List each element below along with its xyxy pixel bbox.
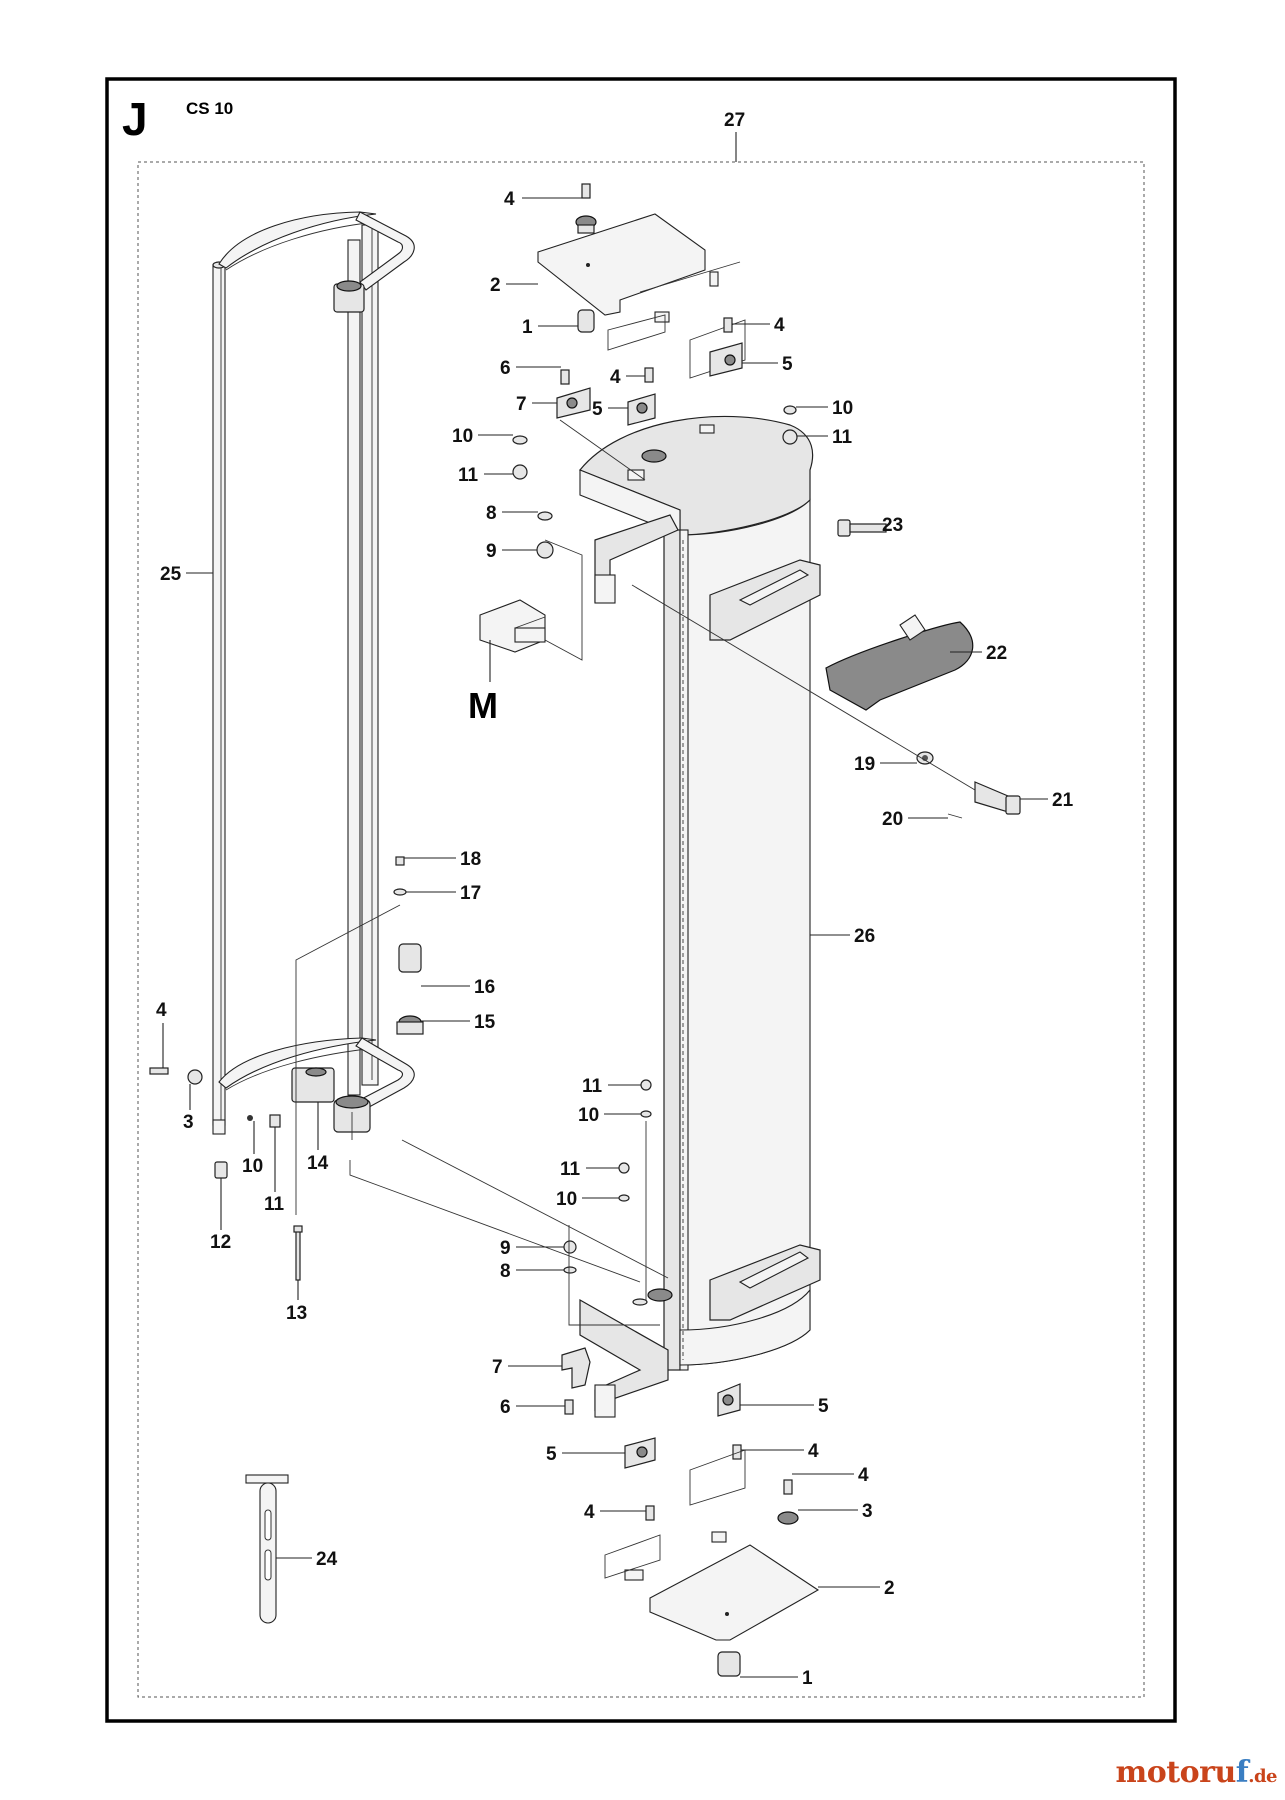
callout-8-bottom: 8 [500, 1261, 511, 1282]
model-label: CS 10 [186, 99, 233, 118]
callout-4-bottom-2: 4 [858, 1465, 869, 1486]
callout-4-bottom-left: 4 [584, 1502, 595, 1523]
watermark-logo: motoruf.de [1115, 1755, 1278, 1790]
callout-3-left: 3 [183, 1112, 194, 1133]
assembly-boundary [137, 161, 1145, 1698]
callout-17: 17 [460, 883, 481, 904]
callout-2-bottom: 2 [884, 1578, 895, 1599]
callout-10-right: 10 [832, 398, 853, 419]
callout-15: 15 [474, 1012, 496, 1033]
carry-handle [825, 614, 974, 711]
callout-6-top: 6 [500, 358, 511, 379]
callout-2-top: 2 [490, 275, 501, 296]
callout-27: 27 [724, 110, 745, 131]
sub-assembly-m [479, 599, 546, 682]
callout-19: 19 [854, 754, 875, 775]
fasteners-top [512, 183, 887, 559]
callout-10-bottom-2: 10 [556, 1189, 577, 1210]
callout-26: 26 [854, 926, 875, 947]
callout-13: 13 [286, 1303, 307, 1324]
section-letter: J [122, 93, 148, 145]
callout-11-bottom-2: 11 [560, 1159, 581, 1180]
key-tool [245, 1474, 289, 1624]
callout-5-mid: 5 [592, 399, 603, 420]
callout-11-right: 11 [832, 427, 853, 448]
callout-10-left: 10 [452, 426, 473, 447]
outer-frame [105, 77, 1177, 1723]
callout-14: 14 [307, 1153, 329, 1174]
callout-25: 25 [160, 564, 182, 585]
callout-9-bottom: 9 [500, 1238, 511, 1259]
callout-9-top: 9 [486, 541, 497, 562]
callout-11-bottom-left: 11 [264, 1194, 285, 1215]
callout-22: 22 [986, 643, 1007, 664]
callout-1-bottom: 1 [802, 1668, 813, 1689]
frame-tube-assembly [212, 211, 415, 1135]
callout-4-mid: 4 [610, 367, 621, 388]
callout-3-bottom: 3 [862, 1501, 873, 1522]
callout-5-right: 5 [782, 354, 793, 375]
callout-16: 16 [474, 977, 495, 998]
main-column-body [579, 415, 821, 1418]
callout-8-top: 8 [486, 503, 497, 524]
fasteners-bottom [149, 856, 799, 1525]
callout-11-left: 11 [458, 465, 479, 486]
callout-5-bottom-left: 5 [546, 1444, 557, 1465]
sub-assembly-letter: M [468, 685, 498, 726]
callout-23: 23 [882, 515, 903, 536]
callout-4-bottom-right: 4 [808, 1441, 819, 1462]
callout-18: 18 [460, 849, 481, 870]
callout-11-bottom-1: 11 [582, 1076, 603, 1097]
callout-4-right: 4 [774, 315, 785, 336]
hinge-pin-set [631, 584, 1021, 819]
callout-4-left: 4 [156, 1000, 167, 1021]
callout-10-bottom-1: 10 [578, 1105, 599, 1126]
callout-6-bottom: 6 [500, 1397, 511, 1418]
callout-7-top: 7 [516, 394, 527, 415]
callout-12: 12 [210, 1232, 231, 1253]
callout-1-top: 1 [522, 317, 533, 338]
callout-21: 21 [1052, 790, 1074, 811]
callout-10-bottom-left: 10 [242, 1156, 263, 1177]
bottom-cover-plate [604, 1449, 820, 1677]
callout-20: 20 [882, 809, 903, 830]
top-cover-plate [537, 213, 741, 323]
callout-7-bottom: 7 [492, 1357, 503, 1378]
callout-24: 24 [316, 1549, 338, 1570]
callout-4-top: 4 [504, 189, 515, 210]
callout-5-bottom-right: 5 [818, 1396, 829, 1417]
